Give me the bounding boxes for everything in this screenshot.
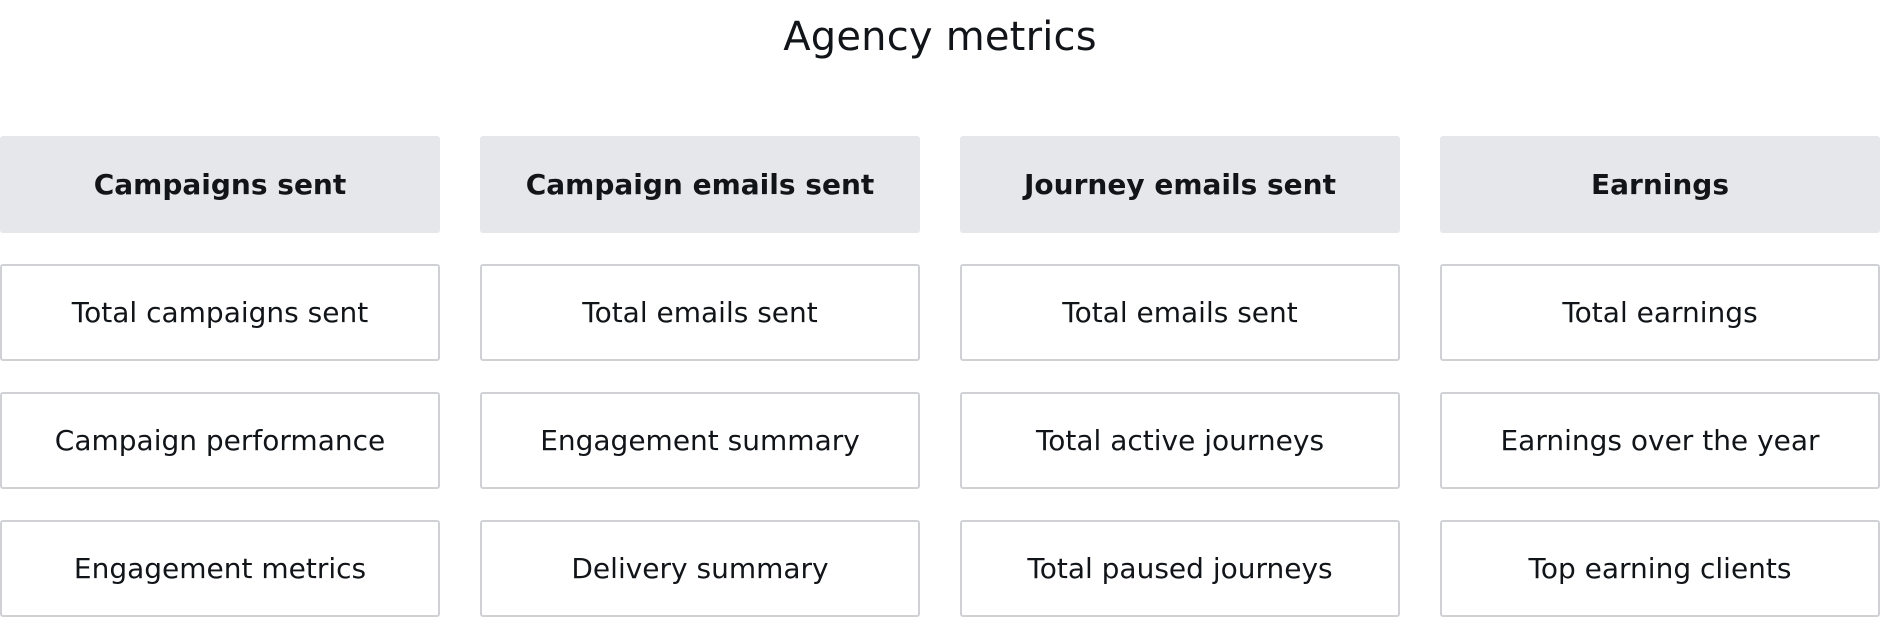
column-header: Journey emails sent: [960, 136, 1400, 233]
page-title: Agency metrics: [783, 14, 1097, 60]
metric-box: Total active journeys: [960, 392, 1400, 489]
metric-box: Engagement summary: [480, 392, 920, 489]
column-header: Campaign emails sent: [480, 136, 920, 233]
metric-box: Total emails sent: [960, 264, 1400, 361]
metric-box: Campaign performance: [0, 392, 440, 489]
column-header: Earnings: [1440, 136, 1880, 233]
metric-box: Total emails sent: [480, 264, 920, 361]
column-header: Campaigns sent: [0, 136, 440, 233]
metric-box: Top earning clients: [1440, 520, 1880, 617]
metric-box: Engagement metrics: [0, 520, 440, 617]
metric-box: Total paused journeys: [960, 520, 1400, 617]
metric-box: Total earnings: [1440, 264, 1880, 361]
metric-box: Total campaigns sent: [0, 264, 440, 361]
metric-box: Delivery summary: [480, 520, 920, 617]
metric-box: Earnings over the year: [1440, 392, 1880, 489]
